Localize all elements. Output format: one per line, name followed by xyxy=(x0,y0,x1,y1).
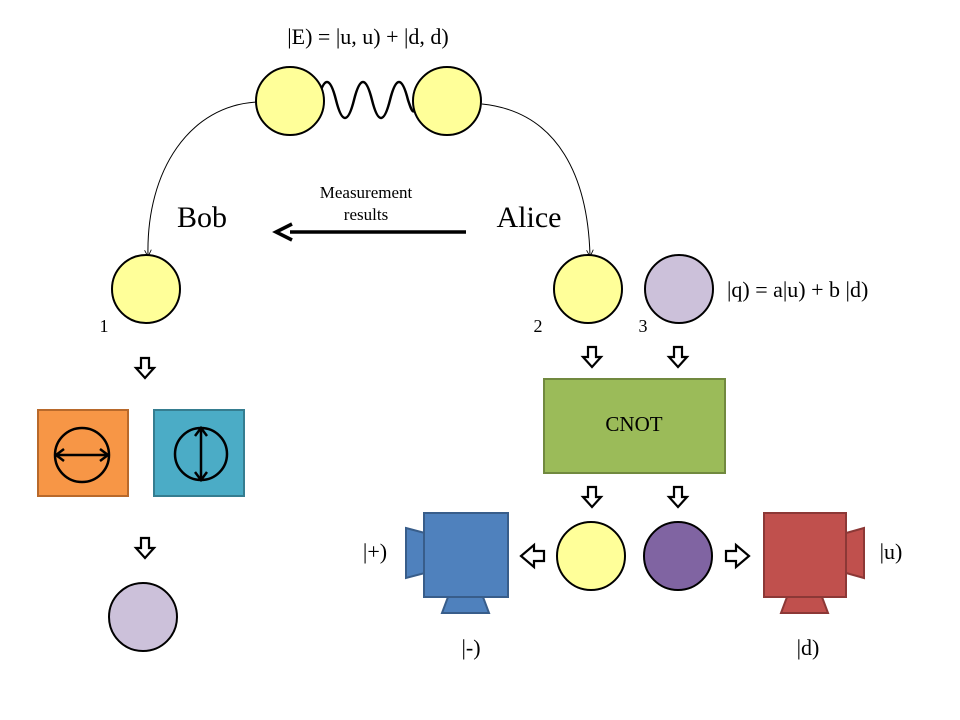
cnot-label: CNOT xyxy=(605,412,662,436)
arrow-to-right-detector xyxy=(724,542,751,570)
input-state-label: |q) = a|u) + b |d) xyxy=(727,277,868,302)
teal-filter-box xyxy=(153,409,245,497)
bob-qubit-1 xyxy=(111,254,181,324)
horizontal-polarizer-icon xyxy=(53,426,111,484)
measurement-label-line1: Measurement xyxy=(320,183,413,202)
right-detector-bottom-label: |d) xyxy=(797,635,820,660)
arrow-to-alice xyxy=(481,103,590,256)
arrow-to-left-detector xyxy=(519,542,546,570)
bob-down-arrow-1 xyxy=(134,356,156,380)
alice-label: Alice xyxy=(497,201,562,234)
alice-qubit-2 xyxy=(553,254,623,324)
cnot-down-arrow-right xyxy=(667,485,689,509)
cnot-down-arrow-left xyxy=(581,485,603,509)
left-detector xyxy=(405,512,509,614)
output-qubit-purple xyxy=(643,521,713,591)
output-qubit-yellow xyxy=(556,521,626,591)
entanglement-spring xyxy=(316,80,420,120)
alice-qubit-3 xyxy=(644,254,714,324)
bob-down-arrow-2 xyxy=(134,536,156,560)
bob-label: Bob xyxy=(177,201,227,234)
entangled-qubit-a xyxy=(255,66,325,136)
entangled-qubit-b xyxy=(412,66,482,136)
bob-output-qubit xyxy=(108,582,178,652)
left-detector-top-label: |+) xyxy=(363,539,387,564)
measurement-label-line2: results xyxy=(344,205,388,224)
qubit-3-label: 3 xyxy=(639,316,648,336)
right-detector-top-label: |u) xyxy=(880,539,903,564)
cnot-gate xyxy=(543,378,726,474)
right-detector xyxy=(763,512,865,614)
alice-down-arrow-q3 xyxy=(667,345,689,369)
arrow-to-bob xyxy=(148,101,259,256)
left-detector-bottom-label: |-) xyxy=(461,635,480,660)
alice-down-arrow-q2 xyxy=(581,345,603,369)
qubit-2-label: 2 xyxy=(534,316,543,336)
vertical-polarizer-icon xyxy=(173,425,229,483)
entangled-state-label: |E) = |u, u) + |d, d) xyxy=(287,24,448,49)
classical-channel-arrowhead xyxy=(272,222,293,242)
qubit-1-label: 1 xyxy=(100,316,109,336)
